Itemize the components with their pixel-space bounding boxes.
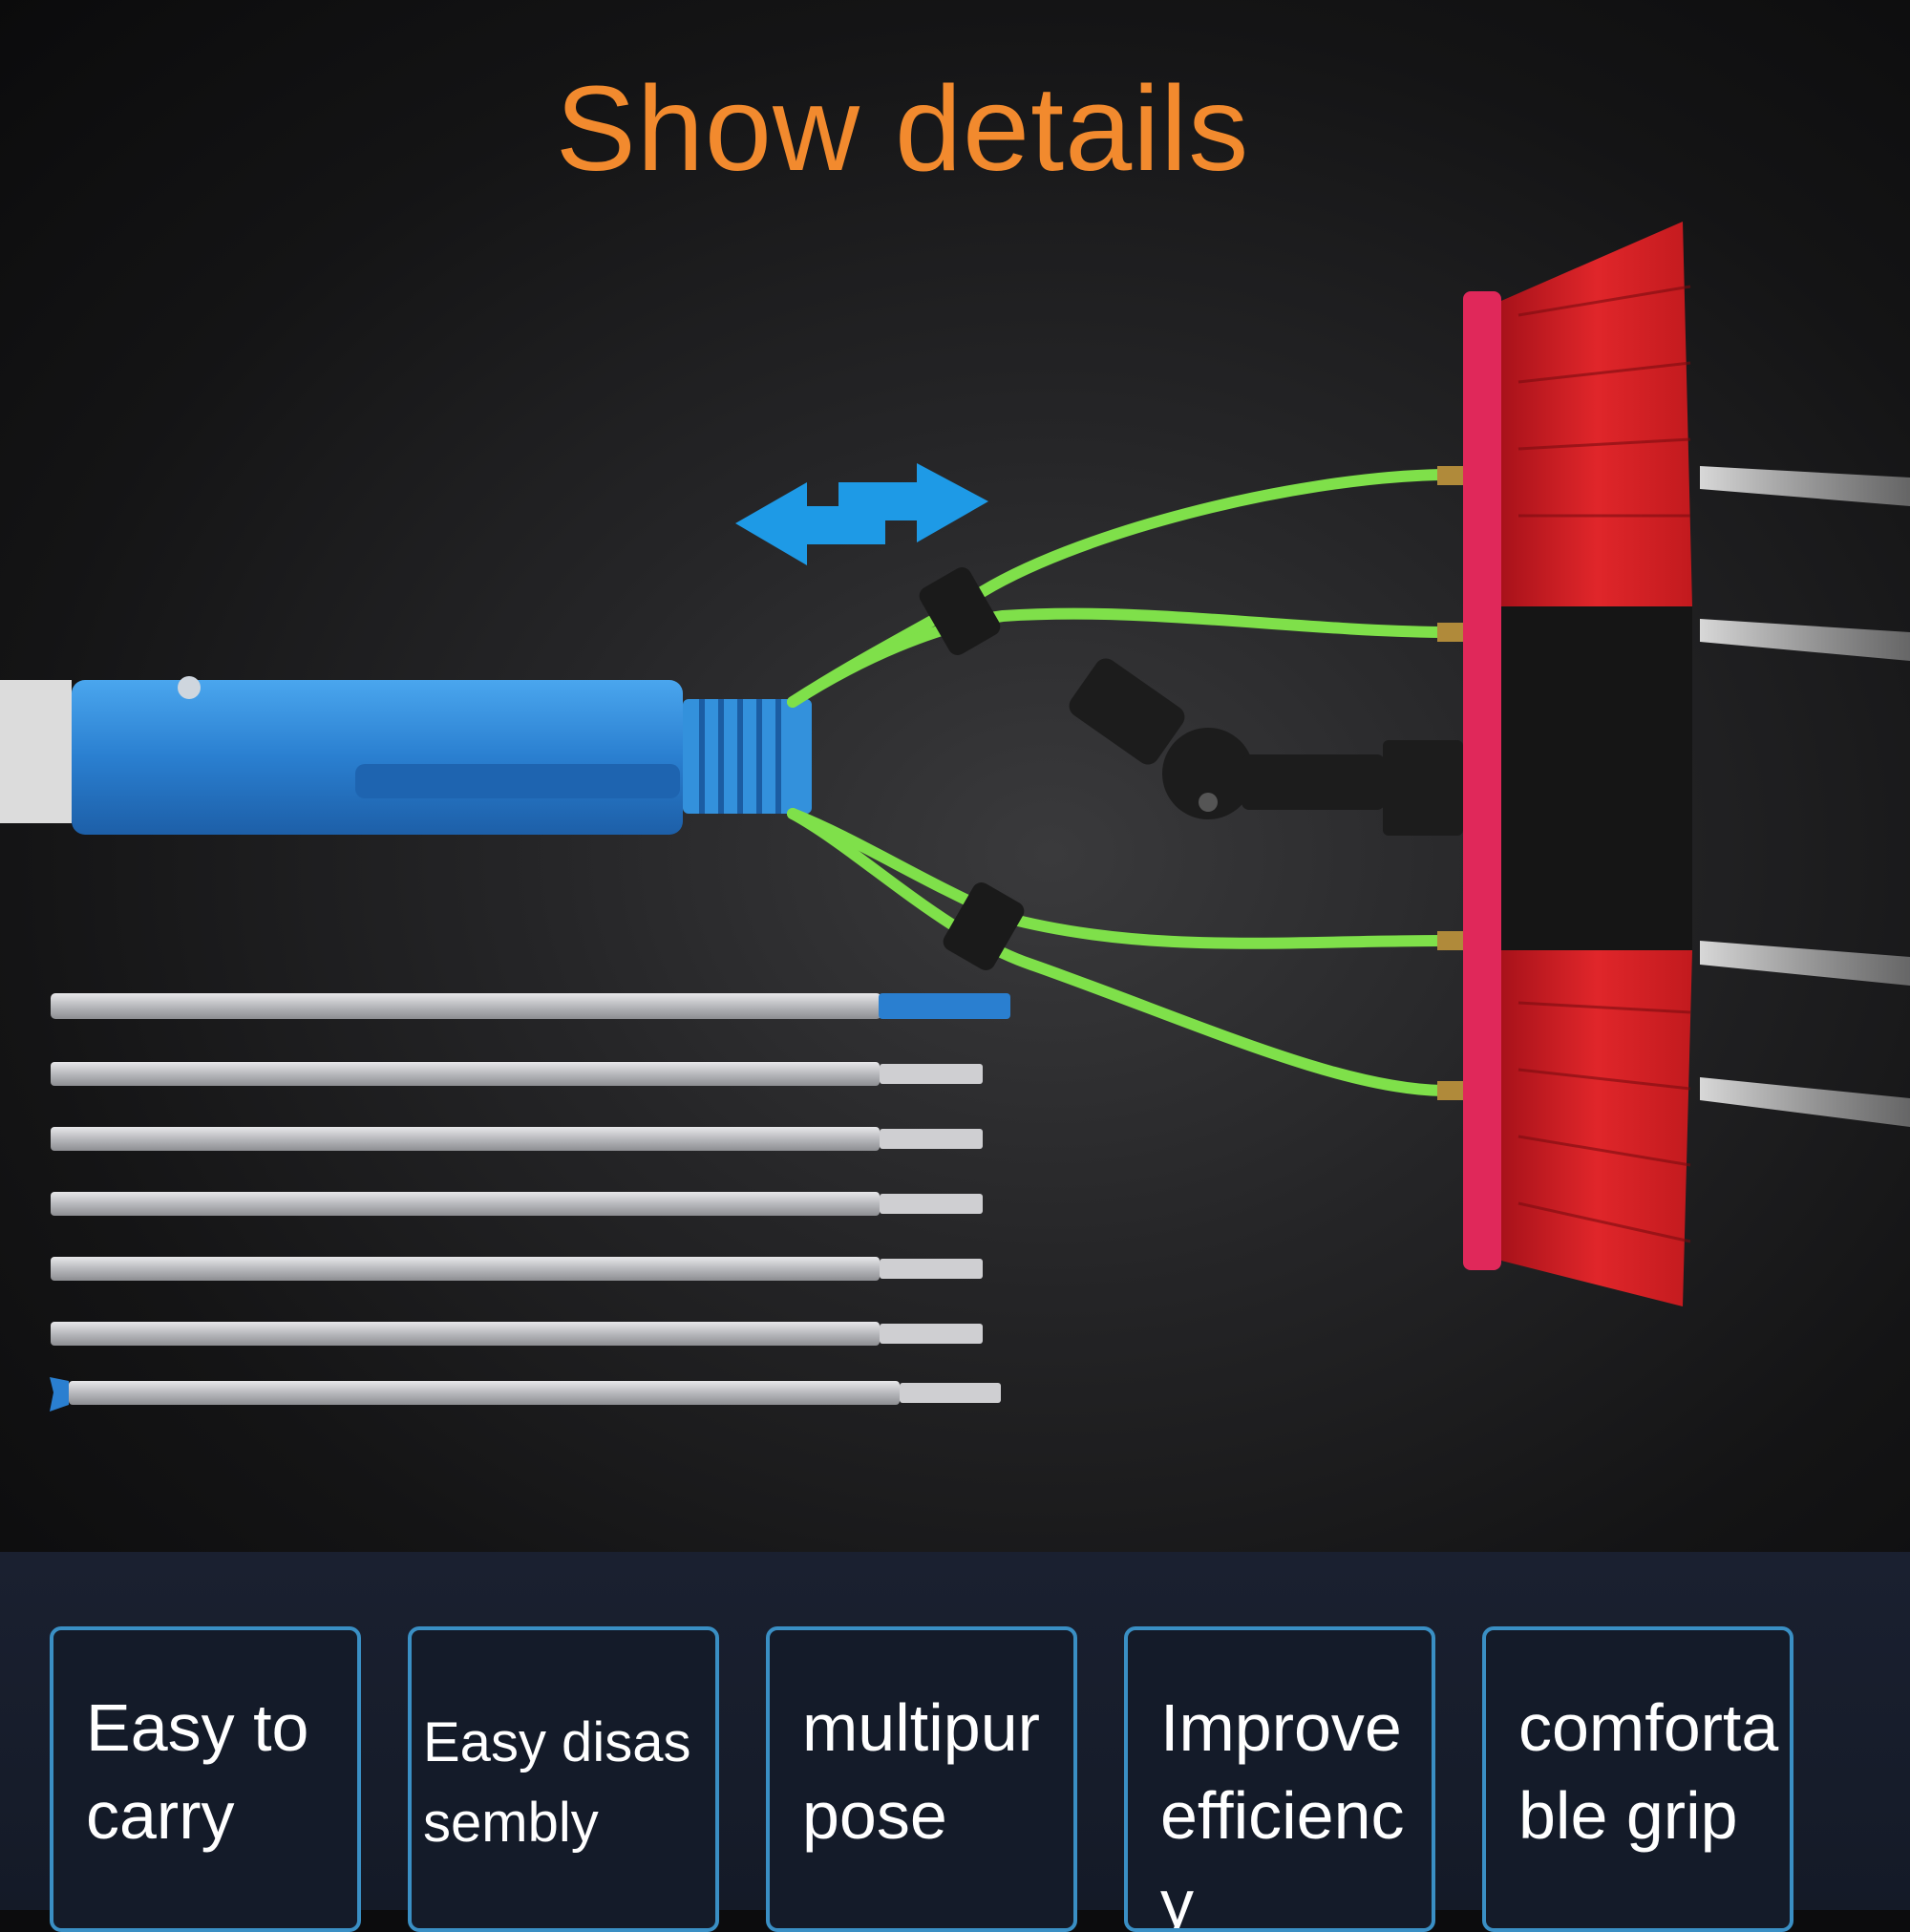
feature-label: Easy to carry xyxy=(86,1690,309,1853)
water-hoses xyxy=(787,469,1448,1096)
page-title: Show details xyxy=(555,61,1250,196)
feature-label: multipur pose xyxy=(802,1690,1040,1853)
pole-sections xyxy=(50,993,1010,1412)
hose-connectors xyxy=(919,567,1025,970)
feature-card-easy-to-carry: Easy to carry xyxy=(50,1626,361,1932)
brush-bristles xyxy=(1501,222,1692,1306)
feature-card-comfortable-grip: comforta ble grip xyxy=(1482,1626,1793,1932)
swap-arrows-icon xyxy=(735,463,988,565)
pole-end xyxy=(0,680,72,823)
feature-label: Improve efficiency xyxy=(1160,1690,1405,1932)
brush-base xyxy=(1463,291,1501,1270)
water-sprays xyxy=(1700,466,1910,1127)
product-image: Show details xyxy=(0,0,1910,1552)
feature-card-easy-disassembly: Easy disassembly xyxy=(408,1626,719,1932)
brass-nozzles xyxy=(1437,466,1466,1100)
feature-card-multipurpose: multipur pose xyxy=(766,1626,1077,1932)
product-illustration xyxy=(0,222,1910,1412)
feature-label: Easy disassembly xyxy=(423,1711,691,1854)
handle-connector xyxy=(72,676,812,835)
feature-card-improve-efficiency: Improve efficiency xyxy=(1124,1626,1435,1932)
angle-adapter xyxy=(1069,658,1463,836)
feature-label: comforta ble grip xyxy=(1518,1690,1779,1853)
